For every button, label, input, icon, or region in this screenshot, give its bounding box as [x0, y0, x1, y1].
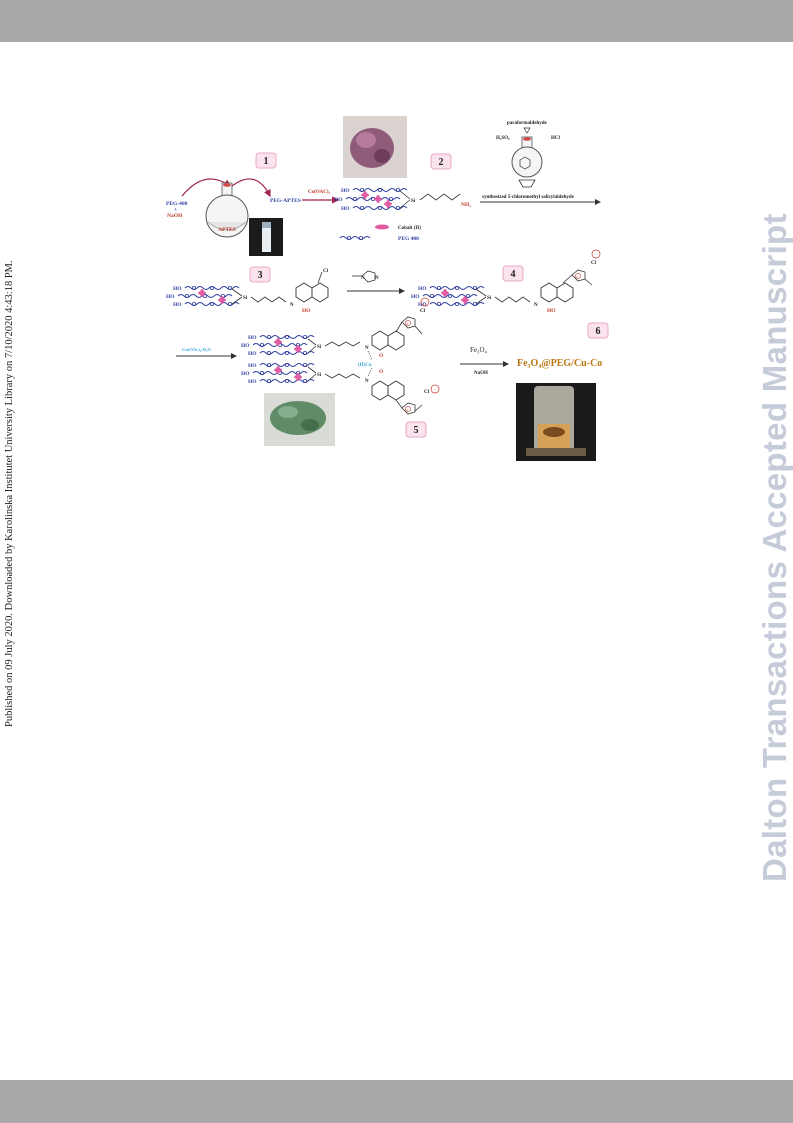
svg-text:−: −	[594, 253, 597, 258]
svg-text:HO: HO	[166, 294, 175, 300]
svg-text:HO: HO	[248, 363, 257, 369]
down-arrow-icon	[523, 127, 531, 134]
step-badge-2: 2	[430, 153, 452, 170]
hcl-label: HCl	[551, 136, 561, 141]
svg-text:Cl: Cl	[420, 309, 426, 314]
flask-icon	[511, 136, 543, 178]
svg-text:Si: Si	[487, 296, 492, 301]
imidazole-icon: N N	[352, 270, 379, 283]
cu-reagent-label: Cu(OAc)₂.H₂O	[182, 347, 211, 352]
svg-text:HO: HO	[418, 302, 427, 308]
step-number: 5	[414, 425, 419, 436]
legend-peg: PEG 400	[398, 236, 419, 242]
copper-complex-photo	[264, 393, 335, 446]
step-badge-5: 5	[405, 421, 427, 438]
step-badge-4: 4	[502, 265, 524, 282]
svg-text:HO: HO	[173, 302, 182, 308]
nh2-label: NH₂	[461, 202, 471, 208]
svg-text:HO: HO	[411, 294, 420, 300]
peg-cobalt-structure-2: HO HO HO Si NH₂	[334, 187, 471, 212]
svg-text:N: N	[365, 379, 369, 384]
structure-3: HO HO HO Si N HO Cl	[166, 269, 329, 314]
svg-text:HO: HO	[302, 308, 311, 314]
svg-text:Si: Si	[243, 296, 248, 301]
svg-text:+: +	[577, 274, 580, 279]
svg-text:−: −	[433, 388, 436, 393]
step-badge-1: 1	[255, 152, 277, 169]
svg-text:HO: HO	[248, 379, 257, 385]
paraformaldehyde-label: paraformaldehyde	[507, 121, 548, 126]
flask-icon	[205, 182, 249, 238]
step-number: 2	[439, 157, 444, 168]
svg-text:Si: Si	[411, 199, 416, 204]
svg-text:Si: Si	[317, 373, 322, 378]
naoh-label: NaOH	[167, 213, 183, 219]
header-bar	[0, 0, 793, 42]
product-photo	[516, 383, 596, 461]
synthesized-label: synthesized 5-chloromethyl salicylaldehy…	[482, 195, 575, 200]
cobalt-photo	[343, 116, 407, 178]
svg-text:N: N	[534, 303, 538, 308]
vial-photo	[249, 218, 283, 256]
svg-text:+: +	[407, 407, 410, 412]
naoh-label: NaOH	[474, 371, 488, 376]
svg-text:HO: HO	[248, 351, 257, 357]
svg-text:O: O	[379, 353, 384, 359]
structure-4: HO HO HO Si N HO + Cl −	[411, 249, 601, 314]
plus-label: +	[174, 207, 177, 213]
svg-text:HO: HO	[241, 343, 250, 349]
product-label: Fe₃O₄@PEG/Cu-Co	[517, 358, 602, 369]
svg-text:HO: HO	[241, 371, 250, 377]
svg-text:N: N	[365, 346, 369, 351]
legend: Cobalt (II) PEG 400	[339, 224, 421, 242]
svg-text:HO: HO	[341, 188, 350, 194]
legend-cobalt: Cobalt (II)	[398, 226, 421, 231]
svg-text:N: N	[361, 276, 365, 281]
svg-text:Cl: Cl	[323, 269, 329, 274]
structure-5: HO HO HO Si HO HO HO Si N N (II)Cu O O	[241, 297, 440, 415]
svg-text:+: +	[407, 321, 410, 326]
arrow-curved	[231, 178, 271, 198]
heater-icon	[518, 179, 536, 188]
svg-text:N: N	[290, 303, 294, 308]
peg400-label: PEG-400	[166, 201, 188, 207]
svg-text:HO: HO	[418, 286, 427, 292]
step-number: 6	[596, 326, 601, 337]
footer-bar	[0, 1080, 793, 1123]
cu-center-label: (II)Cu	[358, 363, 372, 368]
step-number: 1	[264, 156, 269, 167]
svg-text:N: N	[375, 276, 379, 281]
aptes-label: APTES	[218, 227, 236, 233]
svg-text:HO: HO	[341, 206, 350, 212]
h2so4-label: H₂SO₄	[496, 136, 510, 141]
svg-text:Cl: Cl	[424, 390, 430, 395]
fe3o4-label: Fe₃O₄	[470, 346, 487, 354]
svg-text:HO: HO	[547, 308, 556, 314]
svg-text:HO: HO	[173, 286, 182, 292]
svg-text:HO: HO	[248, 335, 257, 341]
svg-text:−: −	[423, 301, 426, 306]
step-badge-3: 3	[249, 266, 271, 283]
svg-text:Si: Si	[317, 345, 322, 350]
svg-text:Cl: Cl	[591, 261, 597, 266]
svg-text:O: O	[379, 369, 384, 375]
step-number: 4	[511, 269, 516, 280]
step-badge-6: 6	[587, 322, 609, 339]
step-number: 3	[258, 270, 263, 281]
peg-aptes-label: PEG-APTES	[270, 198, 301, 204]
co-reagent-label: Co(OAC)₂	[308, 190, 331, 195]
svg-text:HO: HO	[334, 197, 343, 203]
